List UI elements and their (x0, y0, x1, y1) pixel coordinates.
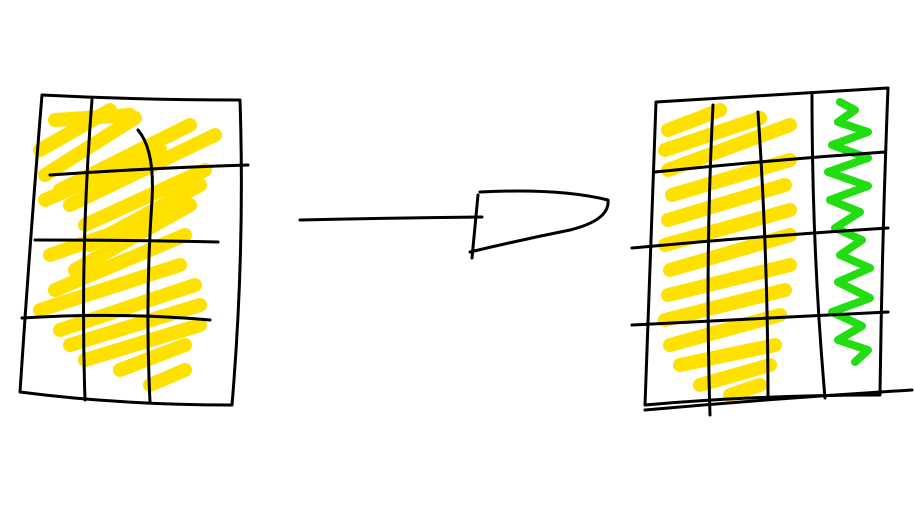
source-grid-yellow-fill (33, 103, 222, 392)
arrow-right-icon (298, 189, 610, 260)
result-grid-lines (630, 86, 914, 417)
result-grid-yellow-fill (658, 103, 797, 402)
source-grid-lines (18, 93, 250, 407)
result-grid-green-fill (824, 98, 874, 366)
